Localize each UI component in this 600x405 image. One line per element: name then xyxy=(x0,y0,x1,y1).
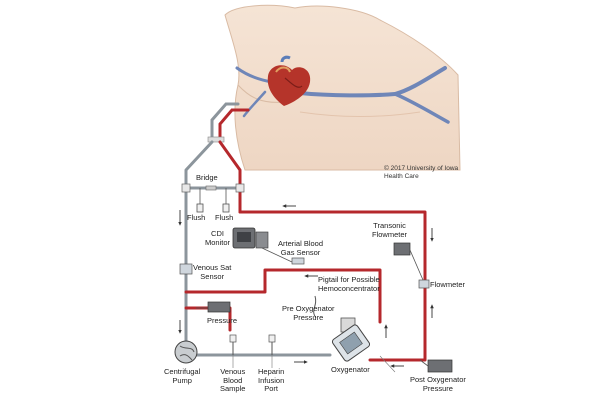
label-heparin-line-2: Infusion xyxy=(258,375,285,385)
leader-lines xyxy=(232,355,396,373)
label-pigtail-line-1: Pigtail for Possible xyxy=(318,275,380,284)
cdi-monitor-device xyxy=(232,227,293,263)
label-pre-oxy-line-1: Pre Oxygenator xyxy=(282,304,335,313)
label-heparin-line-1: Heparin xyxy=(258,367,285,376)
post-oxygenator-pressure-device xyxy=(419,359,453,373)
transonic-flowmeter-device xyxy=(393,242,430,289)
patient-torso xyxy=(224,4,461,171)
label-venous-sat-line-1: Venous Sat xyxy=(193,263,232,272)
label-post-oxygenator-pressure: Post Oxygenator Pressure xyxy=(410,375,466,393)
oxygenator-device xyxy=(331,324,371,362)
label-venous-blood-sample: Venous Blood Sample xyxy=(220,367,246,394)
label-transonic-flowmeter: Transonic Flowmeter xyxy=(372,221,408,239)
bridge-connector xyxy=(181,183,245,193)
flush-stopcock-left xyxy=(196,188,204,213)
label-oxygenator: Oxygenator xyxy=(331,365,370,374)
centrifugal-pump-icon xyxy=(174,340,198,364)
label-venous-sat-line-2: Sensor xyxy=(200,271,225,281)
label-centrifugal-line-1: Centrifugal xyxy=(164,367,201,376)
copyright-line-1: © 2017 University of Iowa xyxy=(384,165,459,172)
venous-sat-sensor xyxy=(179,263,193,275)
label-pre-oxygenator-pressure: Pre Oxygenator Pressure xyxy=(282,304,335,322)
label-abg-sensor: Arterial Blood Gas Sensor xyxy=(278,239,324,257)
copyright-notice: © 2017 University of Iowa Health Care xyxy=(384,165,458,181)
flow-arrows xyxy=(178,204,434,368)
label-venous-sat-sensor: Venous Sat Sensor xyxy=(193,263,232,281)
label-transonic-line-1: Transonic xyxy=(373,221,406,230)
label-cdi-line-1: CDI xyxy=(211,229,224,238)
label-centrifugal-pump: Centrifugal Pump xyxy=(164,367,201,385)
label-pigtail: Pigtail for Possible Hemoconcentrator xyxy=(318,275,380,293)
label-abg-line-2: Gas Sensor xyxy=(280,247,321,257)
label-flush-left: Flush xyxy=(187,213,206,222)
abg-sensor xyxy=(291,257,305,265)
copyright-line-2: Health Care xyxy=(384,173,419,180)
label-flowmeter: Flowmeter xyxy=(430,280,466,289)
label-post-oxy-line-1: Post Oxygenator xyxy=(410,375,466,384)
cannula-tubing xyxy=(207,102,250,143)
label-venous-sample-line-3: Sample xyxy=(220,384,246,393)
heparin-infusion-port xyxy=(268,334,276,355)
pressure-monitor-device xyxy=(196,301,231,313)
label-centrifugal-line-2: Pump xyxy=(172,375,192,385)
label-flush-right: Flush xyxy=(215,213,234,222)
label-abg-line-1: Arterial Blood xyxy=(278,239,324,248)
label-heparin-infusion-port: Heparin Infusion Port xyxy=(258,367,285,394)
label-cdi-monitor: CDI Monitor xyxy=(205,229,231,247)
label-transonic-line-2: Flowmeter xyxy=(372,229,408,239)
label-post-oxy-line-2: Pressure xyxy=(422,383,453,393)
pigtail-port xyxy=(313,295,317,319)
label-venous-sample-line-1: Venous xyxy=(220,367,246,376)
heart-icon xyxy=(267,55,311,106)
label-bridge: Bridge xyxy=(196,173,218,182)
venous-blood-sample-port xyxy=(229,334,237,355)
label-pigtail-line-2: Hemoconcentrator xyxy=(318,283,380,293)
label-heparin-line-3: Port xyxy=(264,384,279,393)
label-pre-oxy-line-2: Pressure xyxy=(293,312,324,322)
label-venous-sample-line-2: Blood xyxy=(223,375,243,385)
flush-stopcock-right xyxy=(222,188,230,213)
label-pressure: Pressure xyxy=(207,316,238,325)
label-cdi-line-2: Monitor xyxy=(205,237,231,247)
